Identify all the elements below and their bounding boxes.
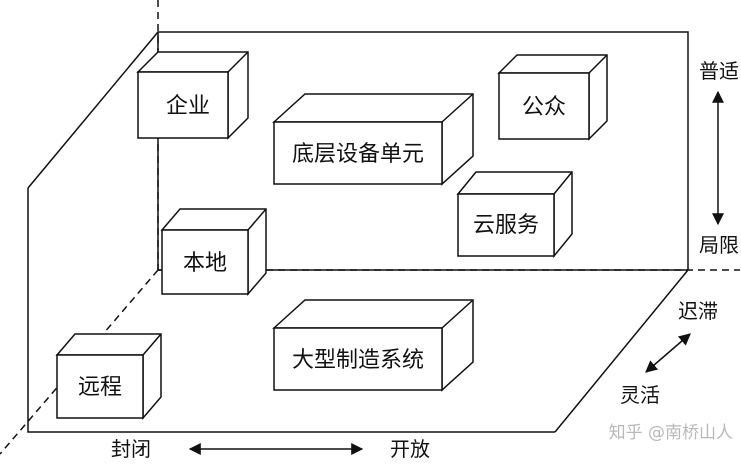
box-local-label: 本地 bbox=[183, 251, 227, 276]
box-remote-label: 远程 bbox=[78, 375, 122, 400]
box-cloud-label: 云服务 bbox=[473, 213, 539, 238]
box-remote: 远程 bbox=[55, 333, 162, 421]
box-cloud: 云服务 bbox=[456, 171, 573, 259]
box-enterprise: 企业 bbox=[136, 51, 249, 140]
cube-left-bottom-edges bbox=[27, 188, 555, 433]
axis-back-label: 迟滞 bbox=[678, 299, 718, 323]
axis-bottom-label: 局限 bbox=[699, 233, 739, 257]
cube-top-left-edge bbox=[27, 31, 159, 189]
axis-front-label: 灵活 bbox=[620, 383, 660, 407]
horizontal-axis: 封闭 开放 bbox=[111, 437, 430, 461]
axis-left-label: 封闭 bbox=[111, 437, 151, 461]
box-local: 本地 bbox=[160, 208, 267, 297]
axis-top-label: 普适 bbox=[699, 59, 739, 83]
depth-axis: 迟滞 灵活 bbox=[620, 299, 718, 407]
cube-bottom-right-edge bbox=[554, 269, 689, 433]
depth-double-arrow bbox=[645, 333, 691, 373]
box-public: 公众 bbox=[497, 54, 608, 141]
box-manufacturing-label: 大型制造系统 bbox=[292, 348, 424, 373]
box-enterprise-label: 企业 bbox=[166, 94, 210, 119]
box-base-device-label: 底层设备单元 bbox=[292, 142, 424, 167]
box-manufacturing: 大型制造系统 bbox=[272, 299, 474, 392]
watermark-text: 知乎 @南桥山人 bbox=[609, 423, 733, 443]
axis-right-label: 开放 bbox=[390, 437, 430, 461]
box-base-device: 底层设备单元 bbox=[272, 93, 474, 186]
box-public-label: 公众 bbox=[522, 95, 566, 120]
vertical-axis: 普适 局限 bbox=[699, 59, 739, 257]
